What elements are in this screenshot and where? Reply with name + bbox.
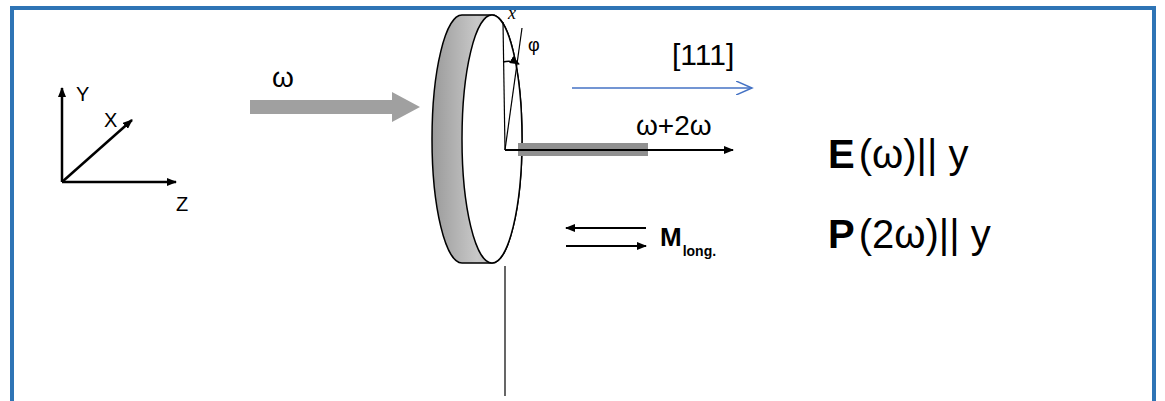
crystal-disk (432, 15, 522, 396)
input-beam (250, 92, 420, 122)
polarization-label: (2ω)|| y (859, 214, 991, 254)
polarization-label: P (828, 214, 855, 254)
magnetization-label: M (660, 224, 682, 250)
subscript-label: long. (683, 244, 716, 258)
axis-label: Y (76, 84, 89, 104)
direction-label: [111] (672, 40, 734, 70)
magnetization-arrows (566, 228, 646, 246)
frequency-label: ω+2ω (636, 112, 712, 140)
output-ray (505, 149, 733, 151)
axis-label: x (508, 4, 516, 22)
frequency-label: ω (272, 64, 294, 92)
field-label: E (828, 134, 855, 174)
field-label: (ω)|| y (859, 134, 969, 174)
axis-arrow (572, 87, 752, 89)
frame (12, 8, 1154, 401)
axis-label: X (104, 110, 117, 130)
axis-label: Z (176, 194, 188, 214)
angle-label: φ (528, 36, 540, 54)
